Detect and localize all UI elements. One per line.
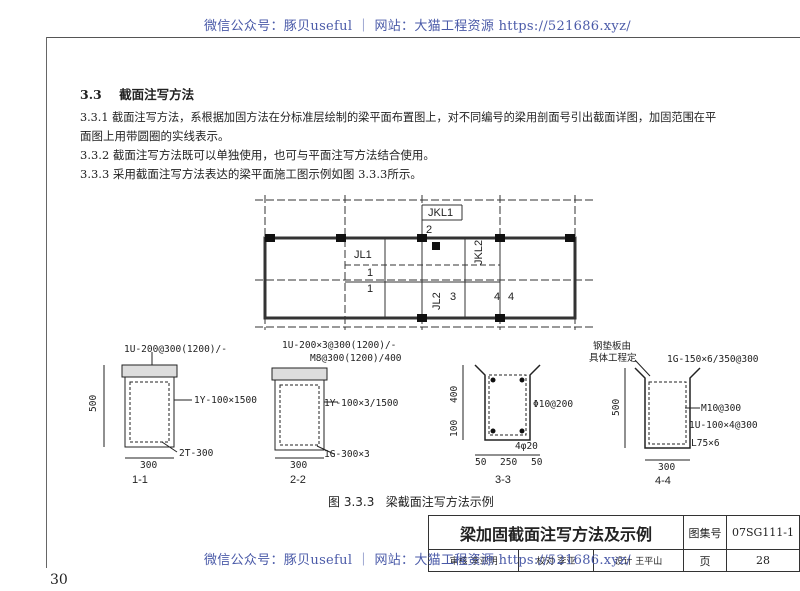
s2-tag1: 1Y-100×3/1500 xyxy=(324,398,399,409)
paragraph-3-3-2: 3.3.2 截面注写方法既可以单独使用，也可与平面注写方法结合使用。 xyxy=(80,148,435,162)
section-4-4: 钢垫板由 具体工程定 1G-150×6/350@300 M10@300 1U-1… xyxy=(589,340,759,487)
cut-mark-3: 3 xyxy=(450,291,456,303)
watermark-bottom: 微信公众号：豚贝useful ｜ 网站：大猫工程资源 https://52168… xyxy=(204,553,631,568)
cut-mark-4b: 4 xyxy=(508,291,514,303)
paragraph-3-3-1: 3.3.1 截面注写方法，系根据加固方法在分标准层绘制的梁平面布置图上，对不同编… xyxy=(80,108,780,146)
left-rule xyxy=(46,37,47,568)
s3-label: 3-3 xyxy=(495,474,511,486)
paragraph-line: 3.3.1 截面注写方法，系根据加固方法在分标准层绘制的梁平面布置图上，对不同编… xyxy=(80,111,717,124)
s4-note1: 钢垫板由 xyxy=(593,340,631,352)
s1-dim-w: 300 xyxy=(140,460,157,471)
label-jl2: JL2 xyxy=(431,292,443,310)
cut-mark-2: 2 xyxy=(426,224,432,236)
page-number: 30 xyxy=(50,572,68,588)
s2-tag2: 1G-300×3 xyxy=(324,449,370,460)
s3-dim-h2: 100 xyxy=(449,420,460,437)
top-rule xyxy=(46,37,800,38)
figure-caption: 图 3.3.3 梁截面注写方法示例 xyxy=(328,495,494,509)
section-1-1: 1U-200@300(1200)/- 1Y-100×1500 2T-300 50… xyxy=(88,344,257,486)
s2-note1: 1U-200×3@300(1200)/- xyxy=(282,340,396,351)
s1-note: 1U-200@300(1200)/- xyxy=(124,344,227,355)
s4-tag1: M10@300 xyxy=(701,403,741,414)
atlas-label: 图集号 xyxy=(683,515,727,550)
label-jkl1: JKL1 xyxy=(428,207,453,219)
section-heading: 3.3 截面注写方法 xyxy=(80,87,195,102)
s1-tag2: 2T-300 xyxy=(179,448,214,459)
s4-note2: 具体工程定 xyxy=(589,352,637,364)
s2-note2: M8@300(1200)/400 xyxy=(310,353,402,364)
paragraph-3-3-3: 3.3.3 采用截面注写方法表达的梁平面施工图示例如图 3.3.3所示。 xyxy=(80,167,422,181)
s4-tag0: 1G-150×6/350@300 xyxy=(667,354,759,365)
s2-label: 2-2 xyxy=(290,474,306,486)
label-jl1: JL1 xyxy=(354,249,372,261)
section-3-3: 400 100 Φ10@200 4φ20 50 250 50 3-3 xyxy=(449,364,573,486)
s3-dim-w1: 50 xyxy=(475,457,487,468)
s1-label: 1-1 xyxy=(132,474,148,486)
page-label: 页 xyxy=(683,549,727,572)
title-block-title: 梁加固截面注写方法及示例 xyxy=(428,515,684,550)
check-cell: 校对 李亚 xyxy=(518,549,594,572)
cut-mark-1: 1 xyxy=(367,267,373,279)
s4-tag3: L75×6 xyxy=(691,438,720,449)
review-cell: 审核 李亚明 xyxy=(427,549,520,572)
page-ref: 28 xyxy=(726,549,800,572)
s4-tag2: 1U-100×4@300 xyxy=(689,420,758,431)
s1-tag1: 1Y-100×1500 xyxy=(194,395,257,406)
s3-tag2: 4φ20 xyxy=(515,441,538,452)
s4-dim-w: 300 xyxy=(658,462,675,473)
design-cell: 设计 王平山 xyxy=(592,549,685,572)
paragraph-line: 面图上用带圆圈的实线表示。 xyxy=(80,129,230,143)
watermark-top: 微信公众号：豚贝useful ｜ 网站：大猫工程资源 https://52168… xyxy=(204,19,631,34)
s4-label: 4-4 xyxy=(655,475,671,487)
s1-dim-h: 500 xyxy=(88,395,99,412)
s3-dim-w2: 250 xyxy=(500,457,517,468)
s3-tag1: Φ10@200 xyxy=(533,399,573,410)
beam-plan-drawing: JKL1 JL1 JKL2 JL2 1 1 2 3 4 4 xyxy=(255,195,595,330)
cut-mark-4: 4 xyxy=(494,291,500,303)
section-2-2: 1U-200×3@300(1200)/- M8@300(1200)/400 1Y… xyxy=(271,340,402,486)
s4-dim-h: 500 xyxy=(611,399,622,416)
title-block: 梁加固截面注写方法及示例 图集号 07SG111-1 审核 李亚明 校对 李亚 … xyxy=(427,515,800,572)
s3-dim-w3: 50 xyxy=(531,457,543,468)
s3-dim-h1: 400 xyxy=(449,386,460,403)
atlas-number: 07SG111-1 xyxy=(726,515,800,550)
s2-dim-w: 300 xyxy=(290,460,307,471)
cut-mark-1b: 1 xyxy=(367,283,373,295)
label-jkl2: JKL2 xyxy=(473,240,485,265)
